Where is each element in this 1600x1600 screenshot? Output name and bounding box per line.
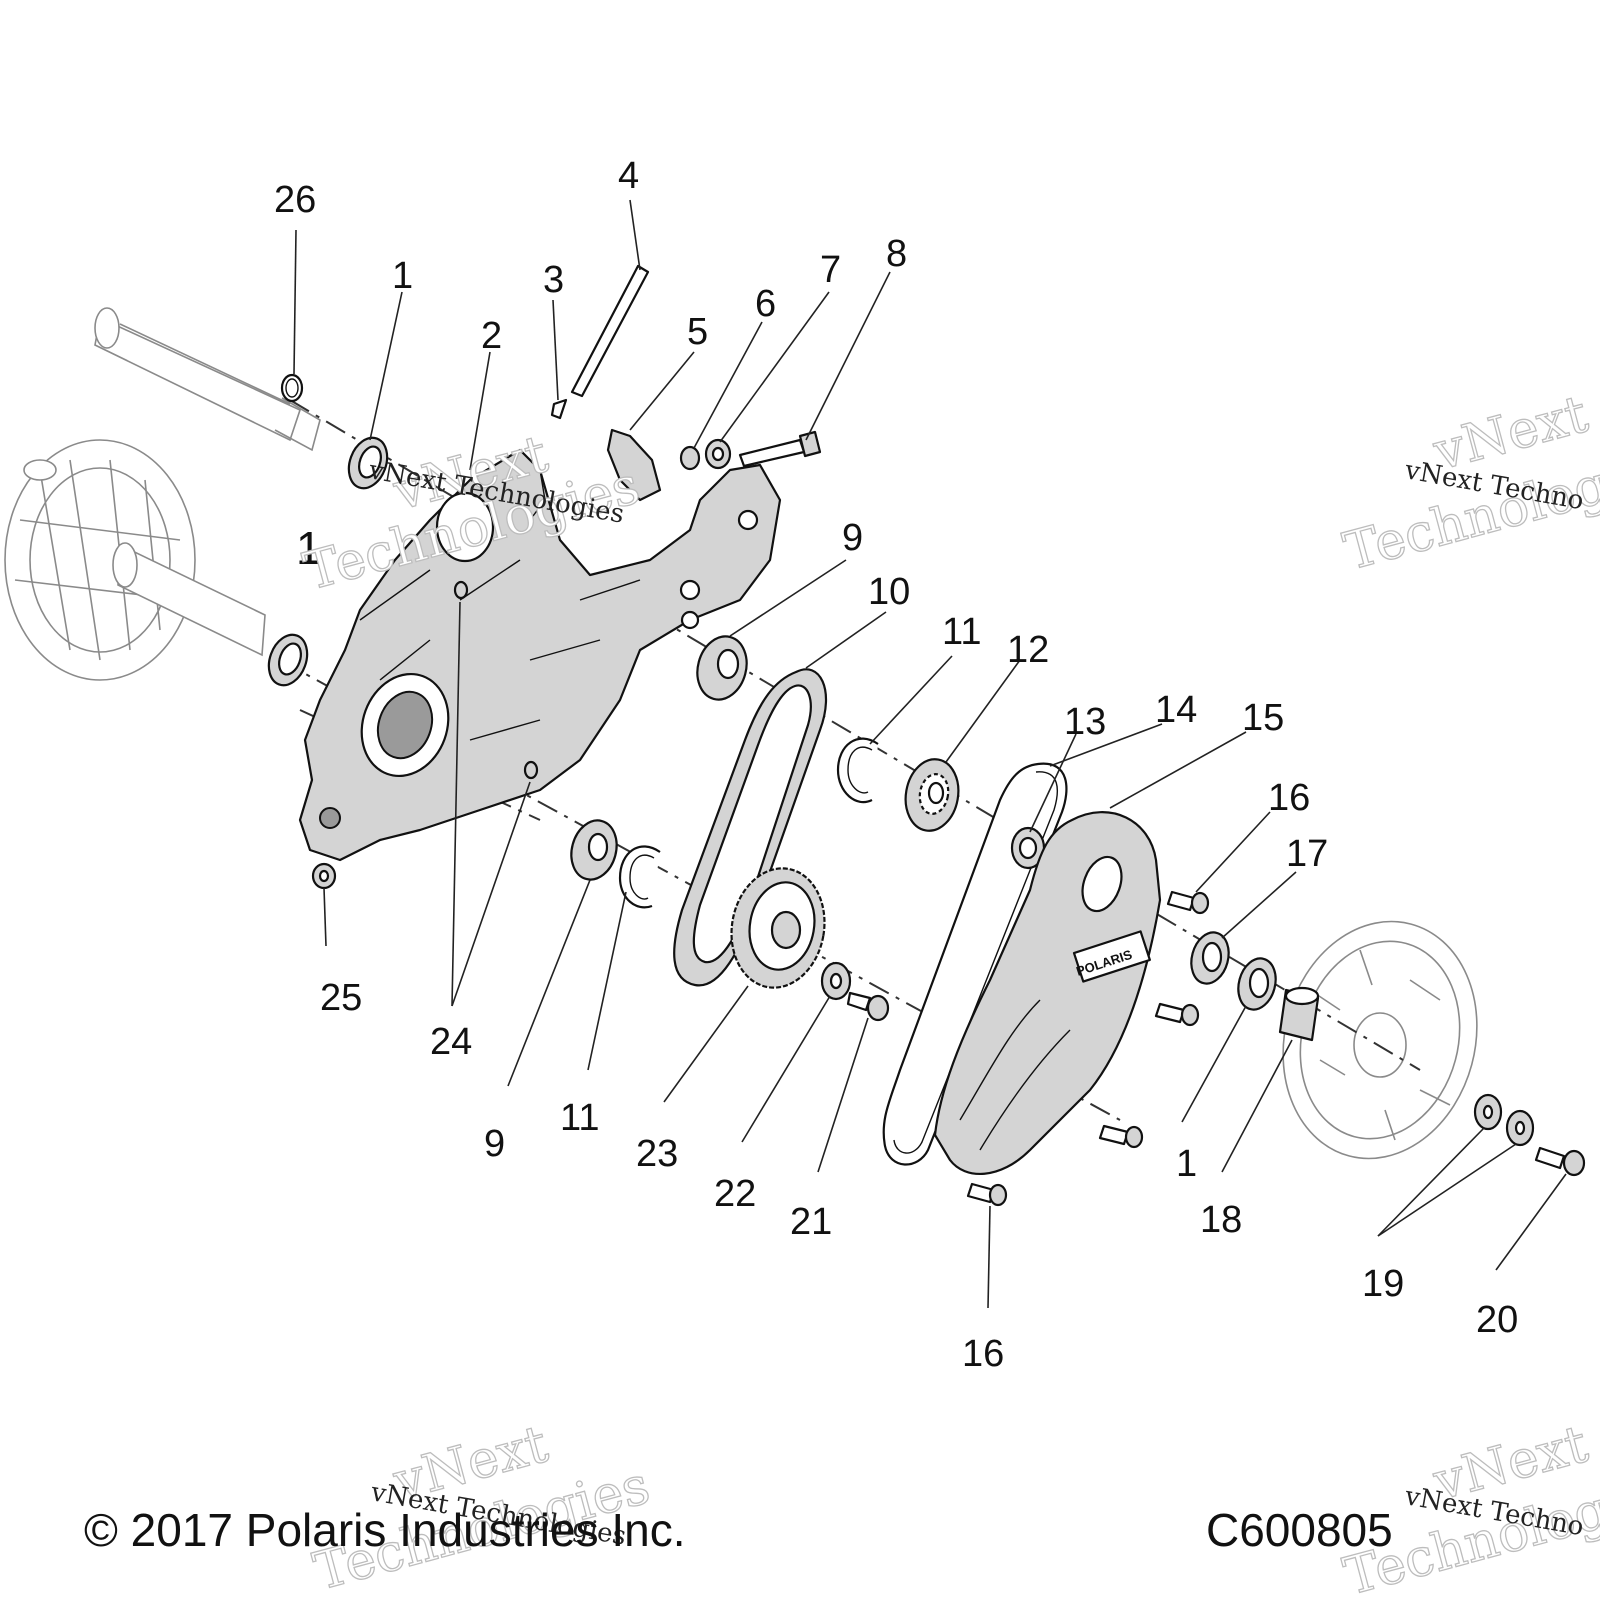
callout-14: 14 bbox=[1155, 689, 1197, 731]
callout-16-bottom: 16 bbox=[962, 1333, 1004, 1375]
part-washer-19a bbox=[1473, 1093, 1503, 1131]
part-washer-7 bbox=[704, 438, 732, 470]
part-dowel-24 bbox=[453, 580, 539, 780]
callout-10: 10 bbox=[868, 571, 910, 613]
callout-20: 20 bbox=[1476, 1299, 1518, 1341]
callout-23: 23 bbox=[636, 1133, 678, 1175]
part-snap-ring-11-lower bbox=[618, 845, 661, 909]
callout-22: 22 bbox=[714, 1173, 756, 1215]
part-bolt-16-low bbox=[1098, 1124, 1144, 1149]
callout-3: 3 bbox=[543, 259, 564, 301]
part-seal-1-upper bbox=[347, 436, 389, 490]
callout-26: 26 bbox=[274, 179, 316, 221]
part-gear-12 bbox=[904, 758, 960, 832]
callout-2: 2 bbox=[481, 315, 502, 357]
callout-12: 12 bbox=[1007, 629, 1049, 671]
part-bushing-18 bbox=[1278, 986, 1320, 1042]
part-rod-4 bbox=[570, 264, 650, 398]
part-bolt-16-upper bbox=[1166, 890, 1210, 915]
callout-9-bottom: 9 bbox=[484, 1123, 505, 1165]
part-chaincase-cover-15: POLARIS bbox=[933, 811, 1162, 1176]
part-snap-ring-11-upper bbox=[836, 737, 879, 804]
part-pin-3 bbox=[550, 398, 568, 420]
copyright-text: © 2017 Polaris Industries Inc. bbox=[84, 1504, 686, 1556]
callout-1-large: 1 bbox=[296, 522, 322, 574]
ghost-track-sprocket bbox=[4, 439, 266, 681]
part-sprocket-23 bbox=[730, 867, 826, 989]
callout-16-top: 16 bbox=[1268, 777, 1310, 819]
callout-24: 24 bbox=[430, 1021, 472, 1063]
part-bearing-13 bbox=[1010, 826, 1046, 870]
callout-7: 7 bbox=[820, 249, 841, 291]
part-o-ring-26 bbox=[280, 373, 304, 403]
ghost-drive-shaft bbox=[94, 307, 321, 452]
callout-21: 21 bbox=[790, 1201, 832, 1243]
callout-13: 13 bbox=[1064, 701, 1106, 743]
part-bolt-8 bbox=[738, 430, 822, 468]
callout-9-top: 9 bbox=[842, 517, 863, 559]
leader-lines bbox=[293, 199, 1567, 1309]
callout-labels: 26 1 2 3 4 5 6 7 8 1 9 10 11 12 13 14 15… bbox=[274, 155, 1518, 1375]
callout-5: 5 bbox=[687, 311, 708, 353]
part-bearing-9-upper bbox=[696, 635, 748, 701]
callout-11-top: 11 bbox=[942, 611, 981, 653]
callout-1-top: 1 bbox=[392, 255, 413, 297]
callout-18: 18 bbox=[1200, 1199, 1242, 1241]
ghost-brake-disc bbox=[1282, 920, 1478, 1160]
callout-4: 4 bbox=[618, 155, 639, 197]
callout-1-right: 1 bbox=[1176, 1143, 1197, 1185]
part-seal-1-right bbox=[1237, 957, 1277, 1011]
callout-25: 25 bbox=[320, 977, 362, 1019]
part-nut-6 bbox=[679, 445, 701, 471]
part-chain-10 bbox=[673, 668, 828, 987]
part-plug-25 bbox=[311, 862, 337, 890]
watermark-right: vNext Technologies vNext Techno bbox=[1337, 384, 1600, 584]
chaincase-housing bbox=[298, 448, 782, 862]
callout-17: 17 bbox=[1286, 833, 1328, 875]
part-bearing-9-lower bbox=[570, 819, 618, 881]
callout-11-bottom: 11 bbox=[560, 1097, 599, 1139]
callout-19: 19 bbox=[1362, 1263, 1404, 1305]
part-bolt-20 bbox=[1534, 1146, 1586, 1177]
part-bolt-21 bbox=[846, 991, 890, 1022]
part-seal-1-lower bbox=[267, 633, 309, 687]
part-washer-19b bbox=[1505, 1109, 1535, 1147]
part-bolt-16-mid bbox=[1154, 1002, 1200, 1027]
part-washer-22 bbox=[820, 961, 852, 1001]
callout-15: 15 bbox=[1242, 697, 1284, 739]
diagram-code: C600805 bbox=[1206, 1504, 1393, 1556]
part-bracket-5 bbox=[606, 428, 662, 502]
part-bolt-16-bottom bbox=[966, 1182, 1008, 1207]
part-seal-17 bbox=[1190, 931, 1230, 985]
callout-6: 6 bbox=[755, 283, 776, 325]
callout-8: 8 bbox=[886, 233, 907, 275]
